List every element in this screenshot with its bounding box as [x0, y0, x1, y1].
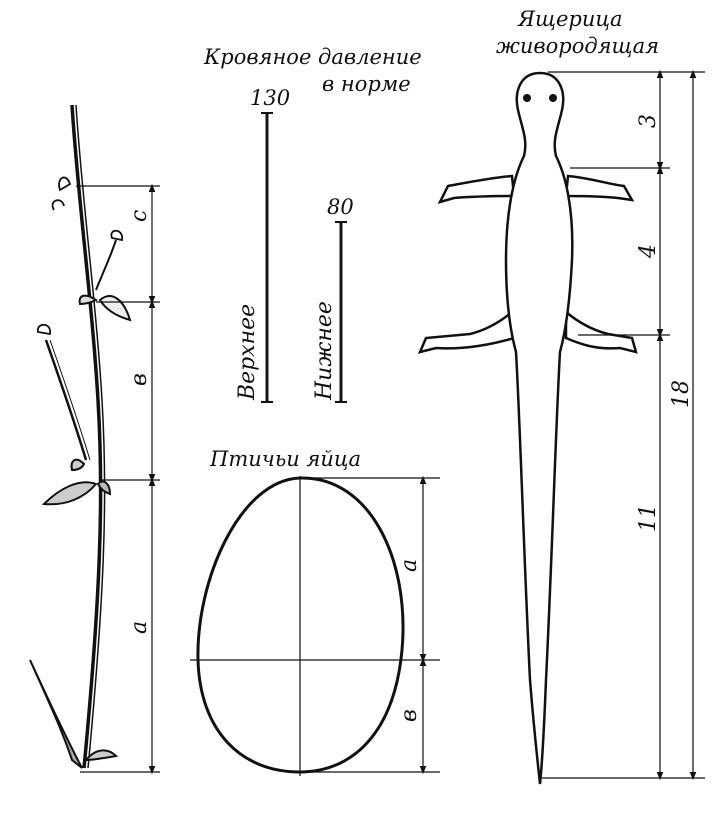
plant-leaf	[83, 749, 119, 762]
lizard-illustration	[417, 71, 638, 785]
lizard-title-line1: Ящерица	[517, 7, 623, 31]
plant-illustration	[29, 104, 132, 769]
plant-bud	[110, 229, 123, 242]
plant-label-bottom: а	[127, 621, 152, 634]
plant-label-top: с	[127, 210, 152, 222]
plant-stem	[70, 104, 103, 769]
lizard-head-label: 3	[636, 114, 661, 128]
plant-dimension-lines	[76, 183, 160, 775]
egg-axes	[190, 475, 440, 776]
bp-lower-value: 80	[327, 195, 354, 219]
bp-upper-value: 130	[250, 86, 290, 110]
bp-lower-label: Нижнее	[312, 301, 337, 401]
plant-leaf	[29, 659, 83, 769]
plant-leaf	[98, 295, 132, 322]
plant-leaf	[78, 294, 98, 306]
bp-upper-label: Верхнее	[235, 304, 260, 401]
lizard-total-label: 18	[669, 380, 694, 408]
lizard-body	[504, 71, 574, 785]
egg-title: Птичьи яйца	[209, 447, 361, 471]
lizard-dimension-lines	[542, 69, 705, 781]
lizard-body-label: 4	[636, 244, 661, 259]
bp-title-line1: Кровяное давление	[203, 45, 422, 69]
lizard-hind-leg	[417, 309, 516, 354]
plant-label-middle: в	[127, 373, 152, 386]
bp-title-line2: в норме	[322, 72, 411, 96]
plant-branch	[44, 339, 88, 461]
plant-bud	[51, 176, 72, 211]
lizard-hind-leg	[564, 309, 638, 354]
lizard-title-line2: живородящая	[496, 34, 659, 58]
lizard-front-leg	[564, 174, 635, 202]
lizard-tail-label: 11	[636, 504, 661, 532]
lizard-eye	[549, 94, 557, 102]
plant-bud	[37, 323, 51, 336]
plant-leaf	[96, 480, 112, 496]
egg-label-top: а	[397, 559, 422, 572]
lizard-front-leg	[437, 174, 516, 204]
plant-leaf	[41, 481, 98, 506]
egg-label-bottom: в	[397, 709, 422, 722]
plant-leaf	[70, 458, 86, 472]
lizard-eye	[523, 94, 531, 102]
plant-branch	[95, 239, 117, 291]
